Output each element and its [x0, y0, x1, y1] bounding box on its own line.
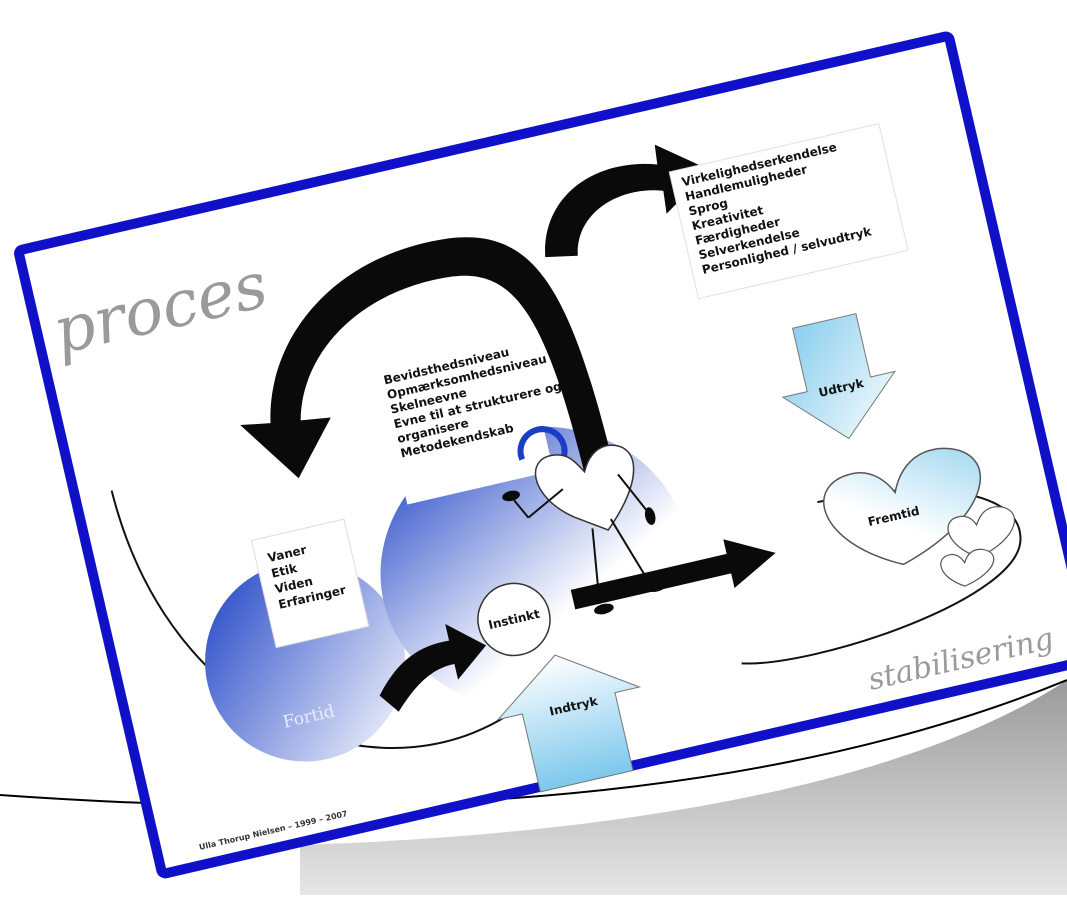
instinct-circle: [477, 582, 551, 657]
upper-right-arrow: [545, 144, 710, 258]
impression-arrow: [496, 654, 642, 793]
left-list-box: [250, 518, 370, 649]
left-list-item: Etik: [270, 561, 300, 581]
future-arrow: [570, 539, 776, 610]
right-list-box: [668, 123, 909, 300]
expression-arrow: [781, 313, 897, 440]
past-to-center-arrow: [379, 624, 487, 712]
page-shadow: [300, 680, 1067, 895]
center-list-box: [375, 334, 554, 505]
future-heart: [823, 447, 1015, 587]
arch-arrow: [240, 237, 624, 513]
